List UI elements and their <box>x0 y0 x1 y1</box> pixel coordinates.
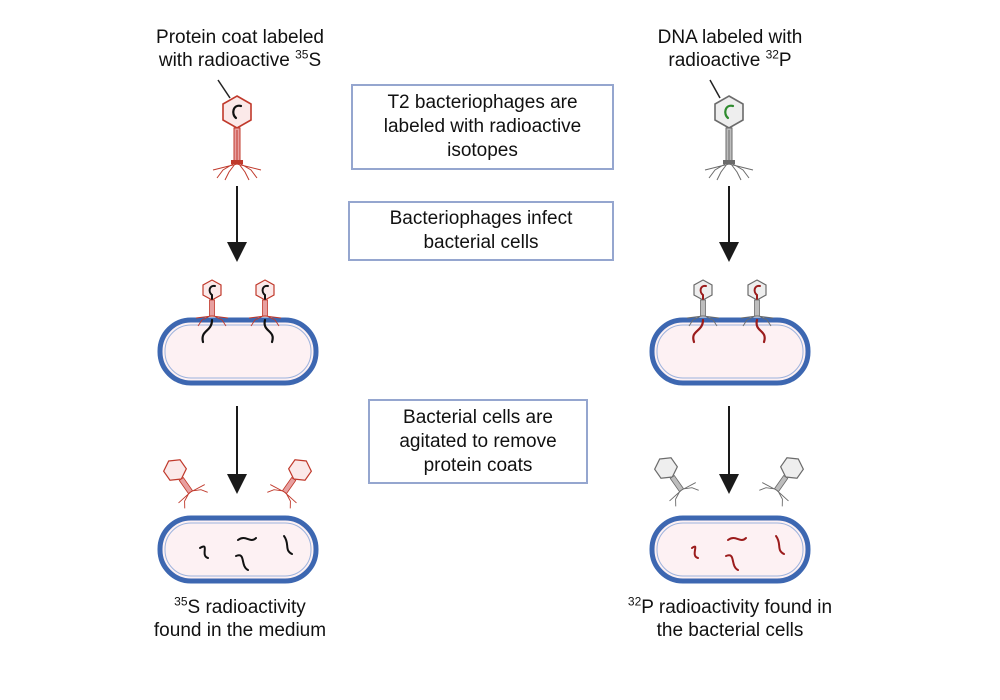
left-cell-result <box>157 515 319 584</box>
left-bottom-label: 35S radioactivity found in the medium <box>153 594 327 641</box>
right-top-label: DNA labeled with radioactive 32P <box>657 27 803 71</box>
left-phage-attached-1 <box>195 279 229 327</box>
left-leader-line <box>217 79 231 99</box>
right-cell-infected <box>649 317 811 386</box>
left-empty-coat-2 <box>267 459 313 509</box>
right-phage-labeled-dna <box>704 95 754 181</box>
left-phage-attached-2 <box>248 279 282 327</box>
left-phage-labeled-protein <box>212 95 262 181</box>
right-empty-coat-1 <box>653 457 699 507</box>
left-injected-dna-2 <box>263 318 274 344</box>
step-box-infect-cells: Bacteriophages infect bacterial cells <box>348 201 614 261</box>
right-phage-attached-1 <box>686 279 720 327</box>
step-box-label-phages: T2 bacteriophages are labeled with radio… <box>351 84 614 170</box>
right-phage-attached-2 <box>740 279 774 327</box>
right-bottom-label: 32P radioactivity found in the bacterial… <box>627 594 833 641</box>
right-cell-result <box>649 515 811 584</box>
right-injected-dna-1 <box>692 318 705 344</box>
left-empty-coat-1 <box>162 459 208 509</box>
right-injected-dna-2 <box>755 318 766 344</box>
left-top-label: Protein coat labeled with radioactive 35… <box>156 27 324 71</box>
left-cell-infected <box>157 317 319 386</box>
step-box-agitate-cells: Bacterial cells are agitated to remove p… <box>368 399 588 484</box>
right-empty-coat-2 <box>759 457 805 507</box>
right-leader-line <box>709 79 721 99</box>
left-injected-dna-1 <box>201 318 214 344</box>
